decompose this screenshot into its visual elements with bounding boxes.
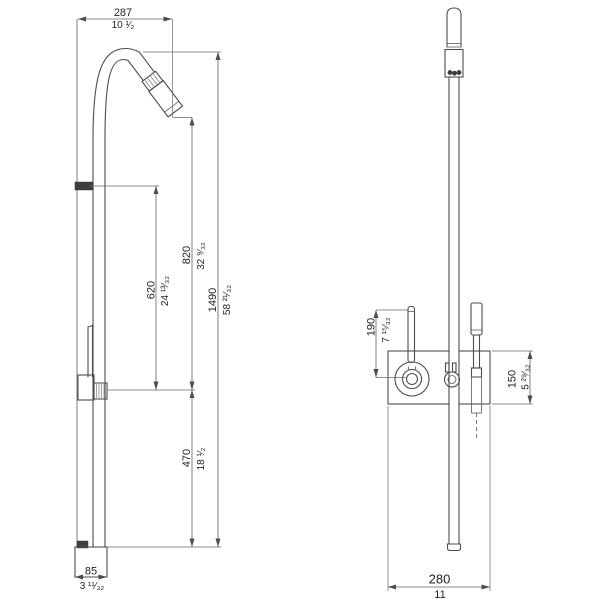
dim-plate-width-in: 11: [434, 589, 445, 600]
dim-top-width-mm: 287: [114, 7, 132, 19]
dim-base-depth: 85 3 ¹¹⁄₃₂: [75, 566, 107, 592]
spout-tube-edge: [127, 60, 144, 82]
valve-rosette: [394, 361, 430, 397]
dim-total-height: 1490 58 ²¹⁄₃₂: [207, 52, 233, 547]
dim-lever-height-in: 7 ¹⁵⁄₃₂: [381, 317, 392, 343]
dim-top-width: 287 10 ¹⁄₂: [78, 7, 172, 31]
pole-fill: [449, 77, 459, 544]
front-view: 190 7 ¹⁵⁄₃₂ 150 5 ²⁹⁄₃₂ 280 11: [366, 7, 533, 600]
hose-connector: [470, 367, 483, 378]
dim-lever-height: 190 7 ¹⁵⁄₃₂: [366, 310, 392, 378]
valve-collar: [401, 368, 423, 390]
head-body: [148, 79, 184, 118]
collar-nozzle: [452, 70, 457, 76]
mixer-lever: [407, 305, 416, 364]
dim-holder-to-base: 470 18 ¹⁄₂: [181, 390, 207, 547]
spout-inner-curve: [104, 58, 129, 548]
dim-inlet-to-holder-in: 24 ¹³⁄₃₂: [160, 276, 171, 306]
holder-knob: [93, 382, 108, 400]
dim-base-depth-mm: 85: [85, 566, 97, 578]
spout-outer-curve: [92, 47, 140, 548]
dim-inlet-to-holder: 620 24 ¹³⁄₃₂: [146, 186, 171, 390]
dim-total-height-in: 58 ²¹⁄₃₂: [222, 285, 233, 315]
dim-head-to-holder: 820 32 ⁹⁄₃₂: [181, 117, 207, 390]
dim-plate-width: 280 11: [388, 572, 490, 600]
dim-total-height-mm: 1490: [207, 288, 219, 312]
shower-hose: [471, 376, 482, 414]
base-bracket: [76, 540, 89, 549]
handshower-side-top: [87, 324, 94, 328]
dim-holder-to-base-mm: 470: [181, 449, 193, 467]
holder-ring: [443, 371, 461, 388]
side-view: 287 10 ¹⁄₂ 1490 58 ²¹⁄₃₂ 820 32 ⁹⁄₃₂ 620…: [74, 7, 233, 592]
collar-nozzle: [447, 70, 453, 75]
valve-stem: [405, 372, 419, 386]
dim-plate-height-in: 5 ²⁹⁄₃₂: [521, 364, 532, 390]
pole-head-top: [446, 7, 462, 48]
dim-base-depth-in: 3 ¹¹⁄₃₂: [80, 581, 105, 592]
head-face-line: [164, 100, 180, 113]
holder-ring-inner: [447, 375, 457, 384]
holder-knob-knurling: [96, 384, 105, 398]
connector-knurling: [144, 73, 160, 89]
dim-top-width-in: 10 ¹⁄₂: [112, 20, 135, 31]
dim-inlet-to-holder-mm: 620: [146, 281, 158, 299]
dim-head-to-holder-in: 32 ⁹⁄₃₂: [196, 242, 207, 270]
holder-tab: [444, 362, 450, 373]
dim-plate-height-mm: 150: [507, 370, 519, 388]
shower-head-side: [127, 51, 184, 118]
holder-bracket-side: [77, 374, 95, 401]
dim-head-to-holder-mm: 820: [181, 246, 193, 264]
dim-plate-width-mm: 280: [429, 572, 451, 587]
dim-holder-to-base-in: 18 ¹⁄₂: [196, 447, 207, 470]
pole-foot-cap: [446, 543, 462, 552]
dim-lever-height-mm: 190: [366, 318, 378, 336]
dim-plate-height: 150 5 ²⁹⁄₃₂: [507, 351, 533, 404]
head-collar: [444, 48, 464, 78]
spout-tube-edge: [138, 51, 155, 73]
collar-nozzle: [456, 70, 462, 75]
